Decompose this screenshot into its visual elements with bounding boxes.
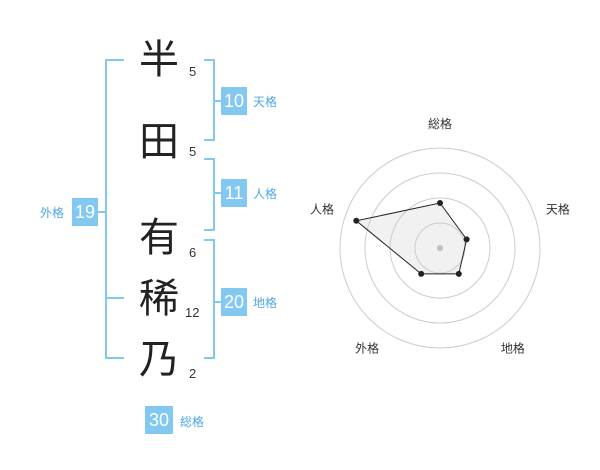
jinkaku-label: 人格 xyxy=(253,187,278,201)
chikaku-label: 地格 xyxy=(253,296,278,310)
radar-axis-label-5: 人格 xyxy=(310,202,334,217)
name-char-3: 有 xyxy=(139,215,179,261)
radar-point-2 xyxy=(463,236,470,243)
soukaku-badge: 30 xyxy=(145,406,173,434)
name-char-4: 稀 xyxy=(139,276,179,322)
stroke-count-2: 5 xyxy=(189,144,197,159)
gaikaku-bracket xyxy=(98,59,124,359)
radar-axis-label-1: 総格 xyxy=(428,116,452,131)
radar-ring-4 xyxy=(339,147,541,349)
radar-point-5 xyxy=(353,217,360,224)
gaikaku-label: 外格 xyxy=(40,206,65,220)
radar-point-1 xyxy=(437,200,443,206)
radar-center xyxy=(437,245,443,251)
radar-point-4 xyxy=(418,270,425,277)
jinkaku-badge: 11 xyxy=(221,179,247,207)
tenkaku-label: 天格 xyxy=(253,95,278,109)
stroke-count-3: 6 xyxy=(189,245,197,260)
gaikaku-badge: 19 xyxy=(72,198,98,226)
stroke-count-1: 5 xyxy=(189,64,197,79)
chikaku-bracket xyxy=(204,239,222,359)
radar-axis-label-3: 地格 xyxy=(501,340,525,355)
tenkaku-badge: 10 xyxy=(221,87,247,115)
radar-ring-3 xyxy=(364,172,516,324)
name-char-5: 乃 xyxy=(139,337,179,383)
tenkaku-bracket xyxy=(204,59,222,141)
jinkaku-bracket xyxy=(204,158,222,231)
brackets xyxy=(98,59,222,359)
name-char-1: 半 xyxy=(139,37,179,83)
chikaku-badge: 20 xyxy=(221,288,247,316)
radar-axis-label-4: 外格 xyxy=(355,340,379,355)
radar-point-3 xyxy=(455,270,462,277)
stroke-count-4: 12 xyxy=(185,305,200,320)
name-char-2: 田 xyxy=(139,119,179,165)
stroke-count-5: 2 xyxy=(189,366,197,381)
soukaku-label: 総格 xyxy=(180,415,205,429)
radar-axis-label-2: 天格 xyxy=(546,202,570,217)
radar-polygon xyxy=(355,202,468,275)
